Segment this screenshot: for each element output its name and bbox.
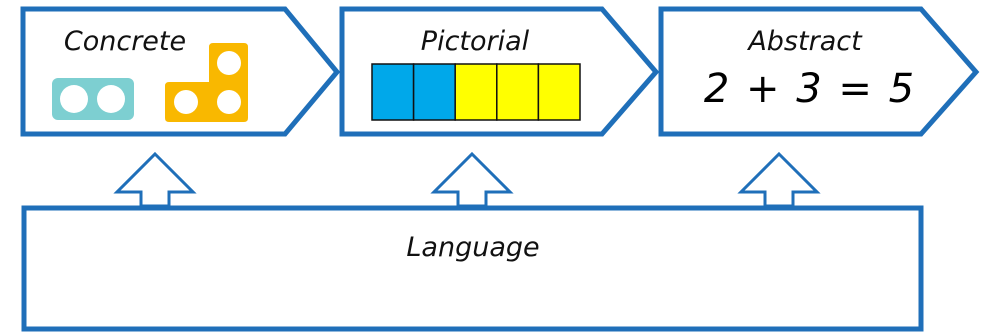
- bar-cell-yellow: [496, 63, 540, 121]
- bar-cell-yellow: [537, 63, 581, 121]
- teal-block-icon: [52, 78, 134, 120]
- bar-cell-yellow: [454, 63, 498, 121]
- orange-block-icon: [165, 43, 248, 122]
- up-arrow-icon: [737, 151, 821, 208]
- bar-cell-blue: [412, 63, 456, 121]
- abstract-stage-box: [658, 6, 980, 137]
- concrete-label: Concrete: [63, 26, 187, 57]
- equation-text: 2 + 3 = 5: [703, 66, 917, 112]
- bar-model: [371, 63, 581, 121]
- pictorial-label: Pictorial: [420, 26, 530, 57]
- language-box: [21, 205, 924, 332]
- abstract-label: Abstract: [748, 26, 862, 57]
- bar-cell-blue: [371, 63, 415, 121]
- language-label: Language: [406, 232, 540, 263]
- up-arrow-icon: [430, 151, 514, 208]
- up-arrow-icon: [113, 151, 197, 208]
